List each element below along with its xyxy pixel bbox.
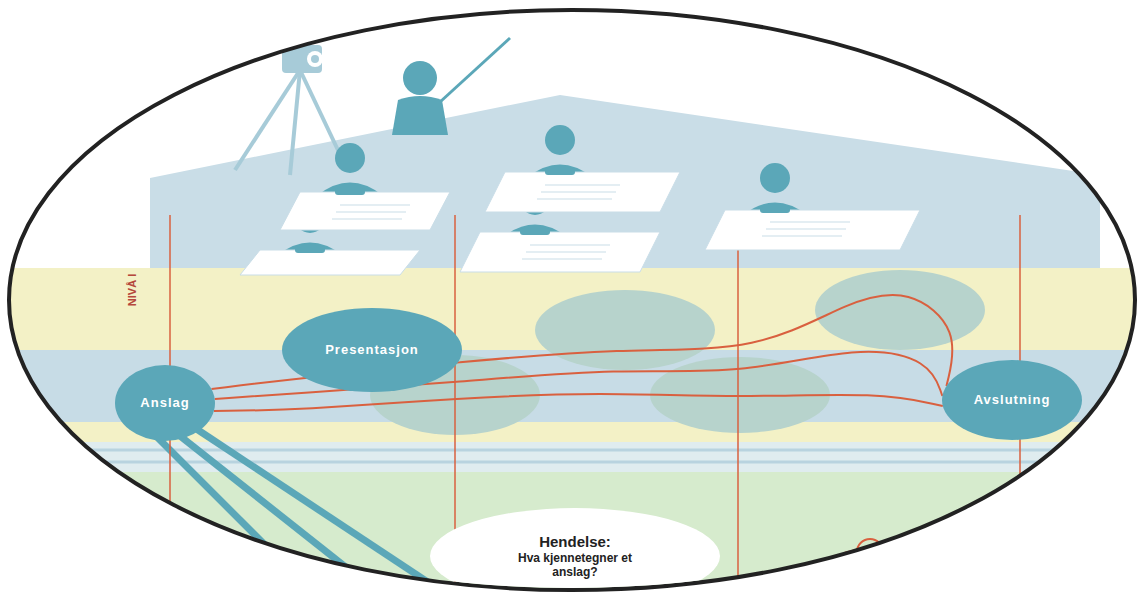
node-text: Presentasjon [325,342,419,358]
phase-circle-node: Presentasjon [282,308,462,392]
node-body: Hva kjennetegner et anslag? [500,551,650,580]
node-title: Presentasjon [325,342,419,358]
flow-line [214,394,943,411]
back-panel [150,95,1100,275]
projector [235,70,345,175]
phase-circle [535,290,715,370]
node-text: Avslutning [974,392,1051,408]
phase-circle-node: Avslutning [942,360,1082,440]
node-text: Anslag [140,395,189,411]
paper-lines [332,185,850,259]
node-title: Hendelse: [500,533,650,551]
desk [240,172,920,275]
node-text: Hendelse:Hva kjennetegner et anslag? [500,533,650,580]
student-arms [295,168,790,253]
frame-oval [9,10,1135,590]
blue-stripes [0,442,1144,472]
phase-divider [170,215,1020,605]
level-label: NIVÅ I [126,274,138,306]
node-title: Avslutning [974,392,1051,408]
teacher-figure [392,61,448,135]
pointer [440,38,510,102]
event-ground [0,472,1144,605]
phase-circle-node: Anslag [115,365,215,441]
node-title: Anslag [140,395,189,411]
phase-circle [815,270,985,350]
